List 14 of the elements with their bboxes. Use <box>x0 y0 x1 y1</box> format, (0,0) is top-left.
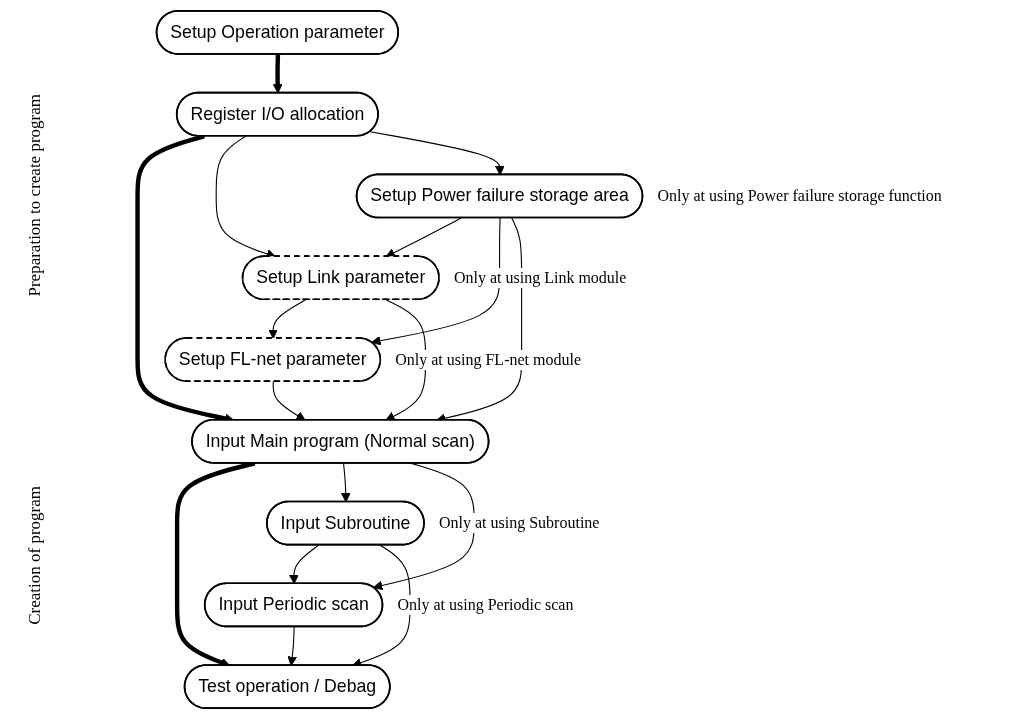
arrow <box>289 544 320 585</box>
section-label: Creation of program <box>25 485 45 625</box>
arrow <box>340 462 351 503</box>
arrow <box>371 217 501 346</box>
arrow <box>268 299 306 339</box>
arrow <box>369 131 505 176</box>
arrow <box>272 381 306 421</box>
arrow <box>372 462 475 591</box>
section-label: Preparation to create program <box>25 94 45 297</box>
arrow <box>385 217 462 258</box>
note-text: Only at using FL-net module <box>392 349 584 370</box>
arrow <box>287 626 298 667</box>
arrow <box>272 54 283 94</box>
arrow <box>385 299 427 421</box>
